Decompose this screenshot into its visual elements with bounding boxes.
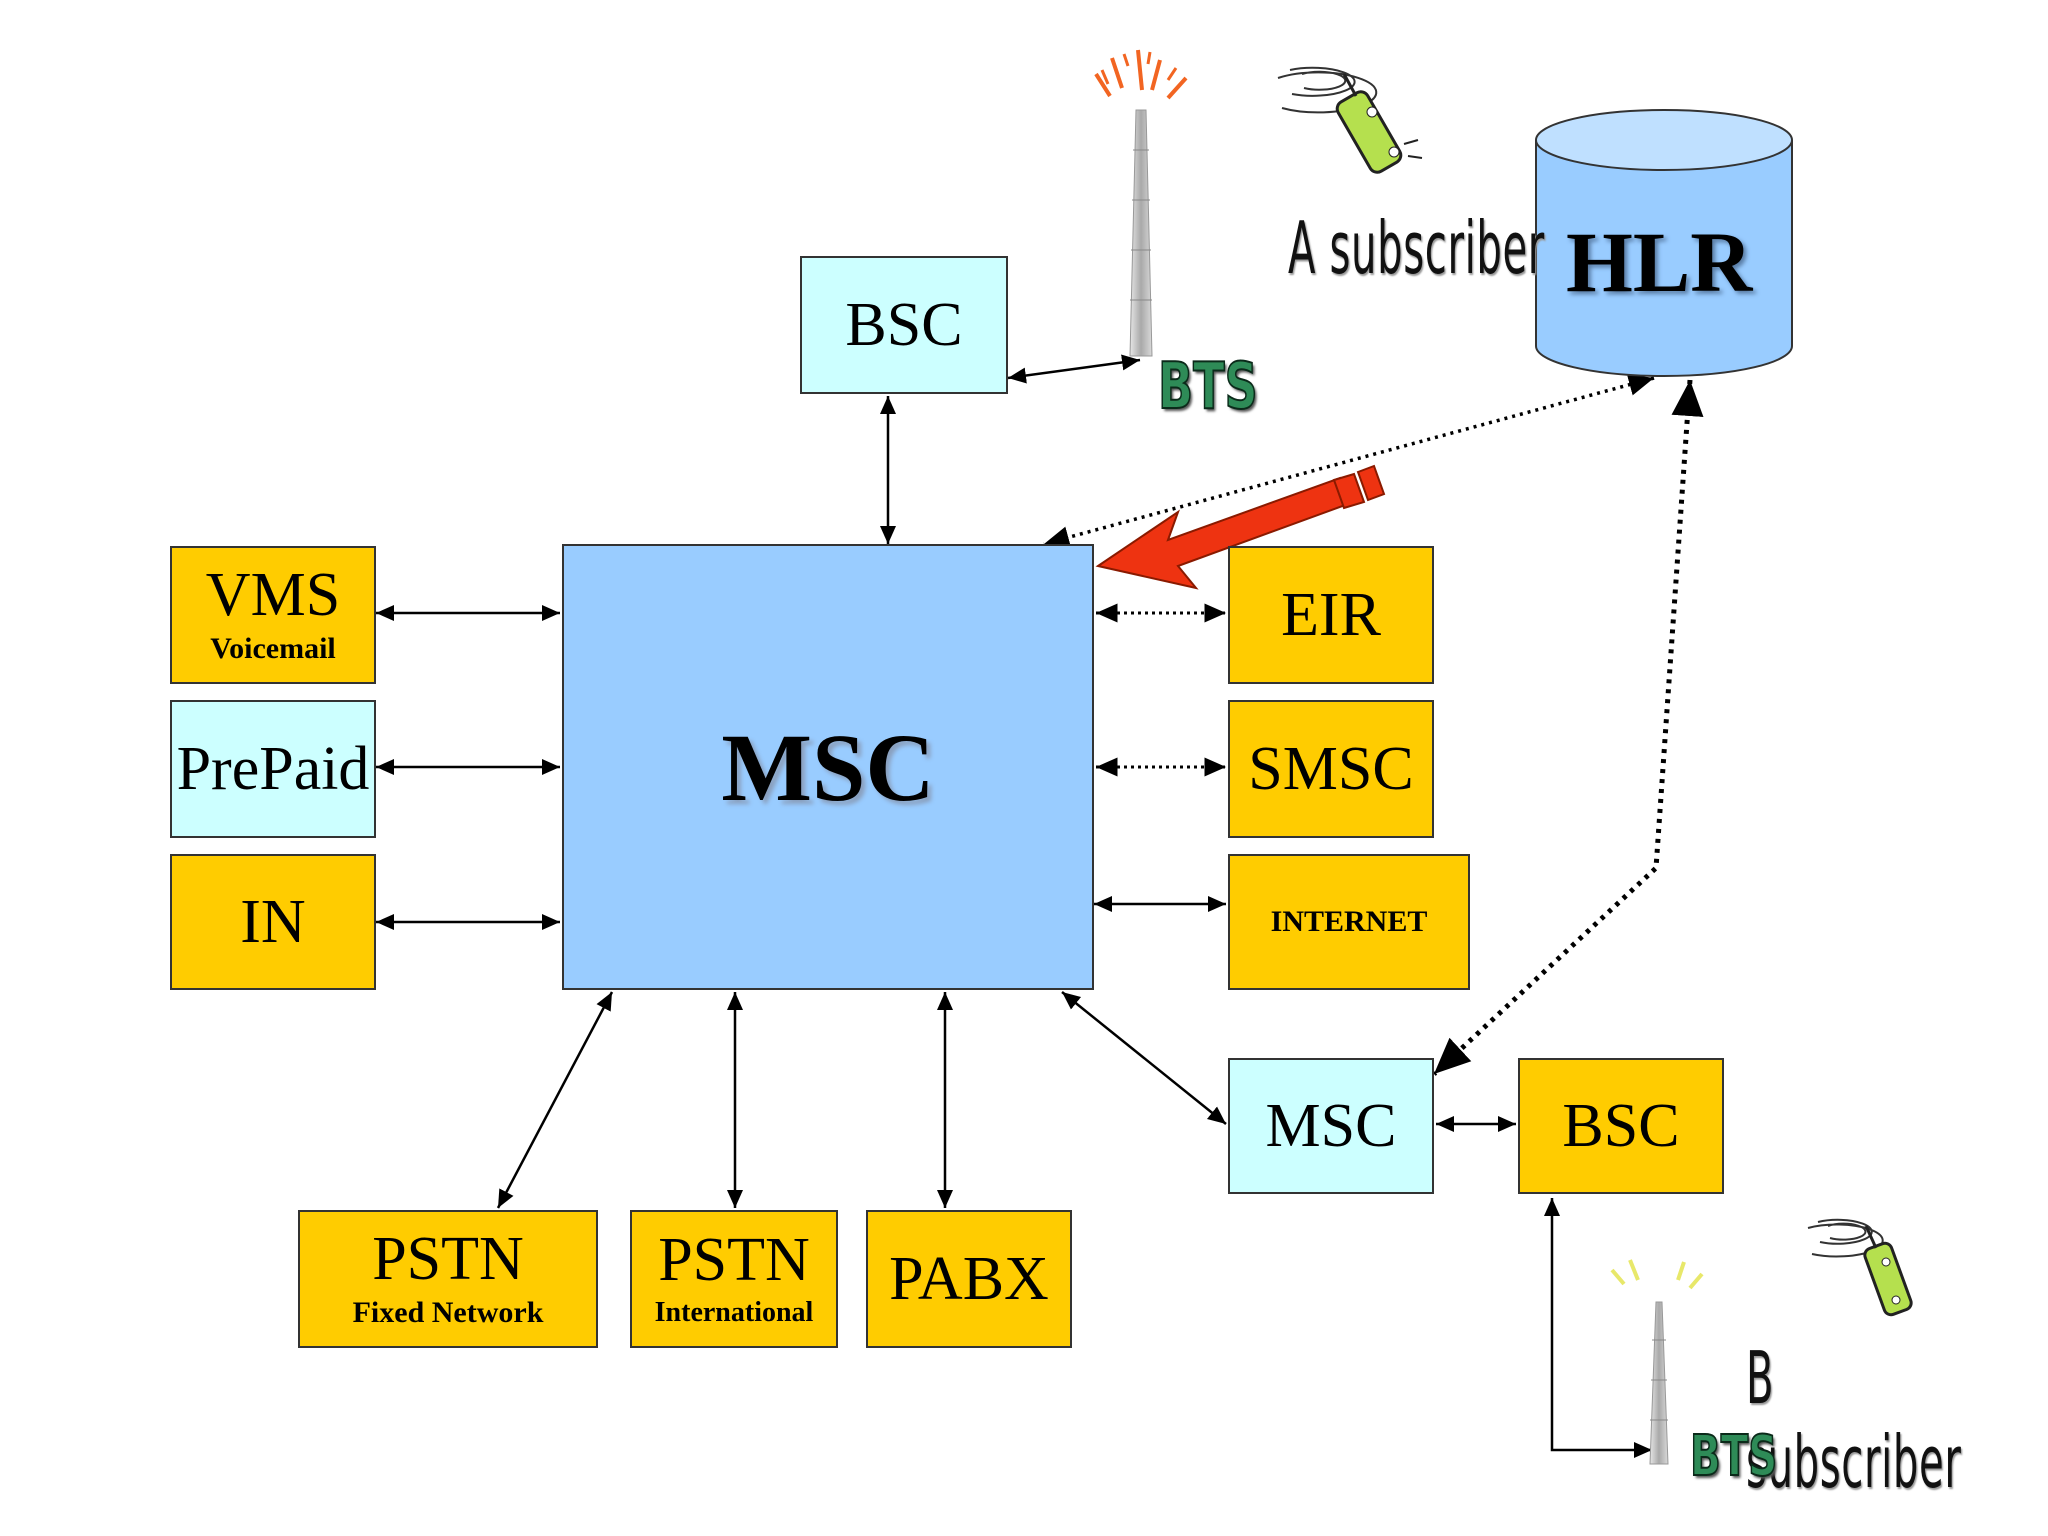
mobile-phone-icon [1277, 66, 1423, 174]
smsc-label: SMSC [1248, 735, 1414, 803]
vms-sublabel: Voicemail [210, 632, 336, 665]
msc-main-label: MSC [721, 713, 935, 821]
b-subscriber-label: B subscriber [1746, 1336, 1962, 1504]
pstn-fixed-box[interactable]: PSTN Fixed Network [298, 1210, 598, 1348]
a-subscriber-label: A subscriber [1288, 206, 1545, 290]
prepaid-box[interactable]: PrePaid [170, 700, 376, 838]
pstn-intl-sublabel: International [654, 1297, 814, 1328]
link-bsc-top-bts [1007, 354, 1141, 384]
pstn-fixed-label: PSTN [372, 1225, 524, 1293]
hlr-label: HLR [1566, 214, 1753, 310]
pstn-intl-label: PSTN [658, 1226, 810, 1294]
pabx-box[interactable]: PABX [866, 1210, 1072, 1348]
bts-top-label: BTS [1157, 349, 1258, 425]
cell-tower-icon [1610, 1259, 1704, 1465]
bsc-top-box[interactable]: BSC [800, 256, 1008, 394]
bsc-top-label: BSC [845, 291, 963, 359]
vms-label: VMS [205, 561, 341, 629]
eir-label: EIR [1281, 581, 1381, 649]
bts-bottom-label: BTS [1689, 1423, 1778, 1490]
msc-remote-label: MSC [1265, 1092, 1397, 1160]
msc-remote-box[interactable]: MSC [1228, 1058, 1434, 1194]
msc-main-box[interactable]: MSC [562, 544, 1094, 990]
link-bsc-remote-bts [1544, 1198, 1652, 1458]
signal-arrow-icon [1095, 464, 1386, 590]
link-hlr-msc-remote [1432, 379, 1704, 1076]
link-hlr-msc [1043, 373, 1655, 549]
bsc-remote-label: BSC [1562, 1092, 1680, 1160]
eir-box[interactable]: EIR [1228, 546, 1434, 684]
database-cylinder-icon [1535, 109, 1793, 377]
pabx-label: PABX [889, 1245, 1049, 1313]
pstn-intl-box[interactable]: PSTN International [630, 1210, 838, 1348]
link-msc-pstn-fixed [496, 991, 614, 1209]
internet-box[interactable]: INTERNET [1228, 854, 1470, 990]
pstn-fixed-sublabel: Fixed Network [352, 1296, 544, 1329]
vms-box[interactable]: VMS Voicemail [170, 546, 376, 684]
in-box[interactable]: IN [170, 854, 376, 990]
link-msc-msc-remote [1061, 991, 1227, 1125]
cell-tower-icon [1094, 49, 1188, 357]
smsc-box[interactable]: SMSC [1228, 700, 1434, 838]
prepaid-label: PrePaid [176, 735, 370, 803]
bsc-remote-box[interactable]: BSC [1518, 1058, 1724, 1194]
in-label: IN [240, 888, 306, 956]
internet-label: INTERNET [1270, 905, 1428, 938]
mobile-phone-icon [1807, 1218, 1913, 1317]
